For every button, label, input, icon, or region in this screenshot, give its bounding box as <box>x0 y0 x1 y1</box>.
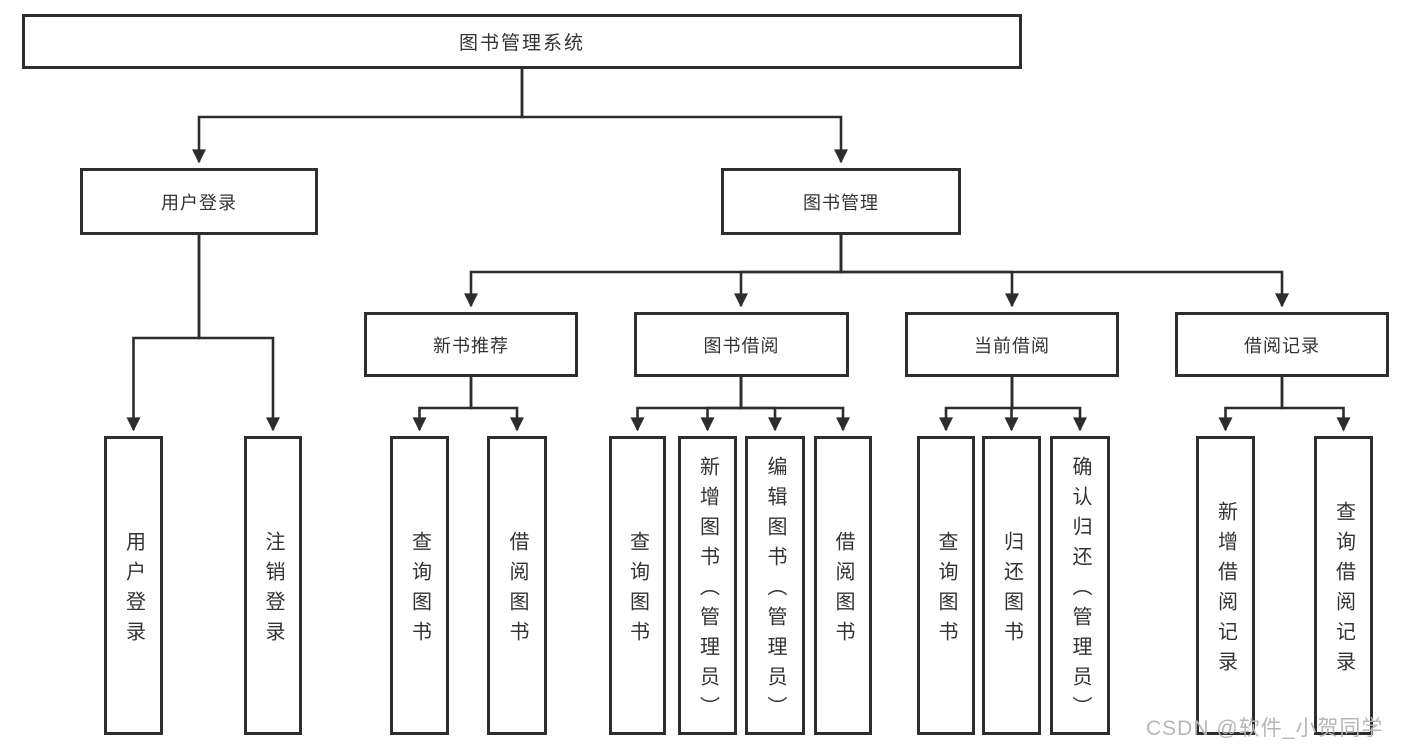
leaf-borrowing-borrow-label: 借阅图书 <box>832 530 854 651</box>
leaf-newbooks-query-label: 查询图书 <box>408 530 431 651</box>
leaf-borrowing-edit-admin-label: 编辑图书（管理员） <box>764 455 786 726</box>
node-root-label: 图书管理系统 <box>458 33 585 54</box>
leaf-logout-label: 注销登录 <box>262 530 284 651</box>
leaf-borrowing-add-admin: 新增图书（管理员） <box>678 436 737 735</box>
node-user-login: 用户登录 <box>80 168 318 235</box>
node-current-borrowing-label: 当前借阅 <box>974 335 1050 356</box>
leaf-current-confirm-admin: 确认归还（管理员） <box>1050 436 1110 735</box>
node-user-login-label: 用户登录 <box>161 192 237 213</box>
node-book-management: 图书管理 <box>721 168 961 235</box>
leaf-current-query: 查询图书 <box>917 436 975 735</box>
node-new-book-recommend-label: 新书推荐 <box>433 335 509 356</box>
leaf-borrowing-edit-admin: 编辑图书（管理员） <box>745 436 805 735</box>
node-book-borrowing: 图书借阅 <box>634 312 849 377</box>
leaf-records-add-label: 新增借阅记录 <box>1214 500 1237 681</box>
leaf-newbooks-borrow-label: 借阅图书 <box>506 530 528 651</box>
leaf-records-query-label: 查询借阅记录 <box>1332 500 1355 681</box>
leaf-borrowing-query: 查询图书 <box>609 436 666 735</box>
node-current-borrowing: 当前借阅 <box>905 312 1119 377</box>
leaf-borrowing-borrow: 借阅图书 <box>814 436 872 735</box>
leaf-records-add: 新增借阅记录 <box>1196 436 1255 735</box>
node-new-book-recommend: 新书推荐 <box>364 312 578 377</box>
csdn-watermark: CSDN @软件_小贺同学 <box>1146 717 1384 740</box>
leaf-current-confirm-admin-label: 确认归还（管理员） <box>1069 455 1091 726</box>
leaf-newbooks-borrow: 借阅图书 <box>487 436 547 735</box>
node-book-borrowing-label: 图书借阅 <box>703 335 780 356</box>
leaf-logout: 注销登录 <box>244 436 302 735</box>
node-book-management-label: 图书管理 <box>803 192 879 213</box>
leaf-current-return-label: 归还图书 <box>1000 530 1023 651</box>
node-root-system: 图书管理系统 <box>22 14 1022 69</box>
leaf-borrowing-query-label: 查询图书 <box>626 530 649 651</box>
leaf-user-login-label: 用户登录 <box>122 530 145 651</box>
leaf-current-query-label: 查询图书 <box>935 530 957 651</box>
leaf-user-login: 用户登录 <box>104 436 163 735</box>
leaf-borrowing-add-admin-label: 新增图书（管理员） <box>696 455 719 726</box>
node-borrowing-records-label: 借阅记录 <box>1244 335 1320 356</box>
leaf-current-return: 归还图书 <box>982 436 1041 735</box>
leaf-records-query: 查询借阅记录 <box>1314 436 1373 735</box>
leaf-newbooks-query: 查询图书 <box>390 436 449 735</box>
node-borrowing-records: 借阅记录 <box>1175 312 1389 377</box>
